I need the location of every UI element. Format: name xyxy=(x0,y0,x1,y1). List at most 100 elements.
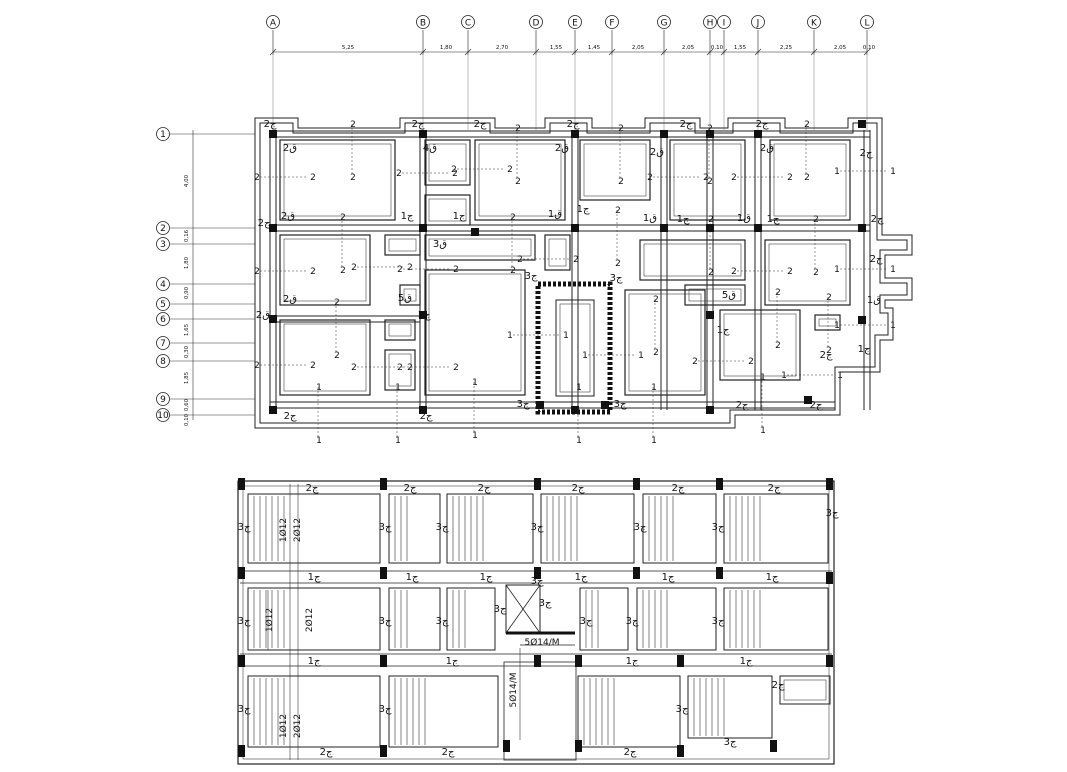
column xyxy=(754,130,762,138)
column xyxy=(804,396,812,404)
dimension-tick xyxy=(608,48,616,56)
section-mark: 2 xyxy=(708,215,714,225)
foundation-label: 2ق xyxy=(283,143,297,154)
column xyxy=(571,130,579,138)
section-mark: 1 xyxy=(834,167,840,177)
section-mark: 2 xyxy=(254,267,260,277)
grid-bubble-row xyxy=(156,354,170,368)
room-footing-inner xyxy=(388,323,412,337)
slab-label: 3ج xyxy=(436,522,449,533)
slab-label: 3ج xyxy=(238,616,251,627)
grid-bubble-label: E xyxy=(572,19,578,29)
grid-bubble-column xyxy=(461,15,475,29)
dimension-tick xyxy=(660,48,668,56)
slab-label: 3ج xyxy=(676,704,689,715)
rebar-label: 2Ø12 xyxy=(292,518,303,542)
room-footing xyxy=(579,139,651,201)
column xyxy=(660,224,668,232)
column xyxy=(826,478,833,490)
column xyxy=(677,655,684,667)
section-mark: 1 xyxy=(834,265,840,275)
grid-bubble-label: G xyxy=(661,19,668,29)
grid-bubble-label: 6 xyxy=(160,315,166,325)
grid-bubble-label: D xyxy=(533,19,540,29)
dimension-text: 0,30 xyxy=(184,345,190,358)
foundation-label: 2ق xyxy=(283,294,297,305)
section-mark: 1 xyxy=(316,436,322,446)
section-mark: 2 xyxy=(573,255,579,265)
grid-bubble-column xyxy=(717,15,731,29)
section-mark: 1 xyxy=(760,426,766,436)
column xyxy=(770,740,777,752)
slab-label: 3ج xyxy=(238,522,251,533)
grid-bubble-row xyxy=(156,277,170,291)
foundation-label: 2ج xyxy=(264,119,277,130)
upper-foundation-plan xyxy=(254,117,913,429)
slab-label: 1ج xyxy=(740,656,753,667)
grid-bubble-row xyxy=(156,297,170,311)
room-footing-inner xyxy=(643,243,742,277)
section-mark: 2 xyxy=(254,173,260,183)
dimension-tick xyxy=(863,48,871,56)
slab-panel xyxy=(642,493,717,564)
section-mark: 2 xyxy=(510,213,516,223)
section-mark: 2 xyxy=(510,266,516,276)
section-mark: 2 xyxy=(351,263,357,273)
stair-core-inner xyxy=(555,299,595,397)
section-mark: 2 xyxy=(334,351,340,361)
room-footing xyxy=(544,234,571,271)
section-mark: 2 xyxy=(787,173,793,183)
room-footing-inner xyxy=(818,318,837,327)
column xyxy=(534,567,541,579)
column xyxy=(380,745,387,757)
slab-panel xyxy=(388,493,441,564)
room-footing xyxy=(279,319,371,396)
slab-panel xyxy=(636,587,717,651)
dimension-tick xyxy=(720,48,728,56)
dimension-text: 1,55 xyxy=(734,45,747,51)
outer-footing-outline xyxy=(254,117,913,429)
dimension-text: 1,55 xyxy=(550,45,563,51)
room-footing-inner xyxy=(628,293,702,392)
slab-label: 3ج xyxy=(634,522,647,533)
room-footing-inner xyxy=(428,238,532,257)
foundation-label: 2ج xyxy=(474,119,487,130)
room-footing xyxy=(669,139,746,221)
foundation-label: 1ج xyxy=(858,344,871,355)
section-mark: 2 xyxy=(407,363,413,373)
grid-bubble-column xyxy=(568,15,582,29)
grid-bubble-column xyxy=(529,15,543,29)
grid-bubble-label: 8 xyxy=(160,357,166,367)
foundation-label: 1ج xyxy=(418,310,431,321)
column xyxy=(471,228,479,236)
corner-panel xyxy=(779,675,831,705)
section-mark: 2 xyxy=(334,298,340,308)
section-mark: 1 xyxy=(834,321,840,331)
column xyxy=(419,130,427,138)
column xyxy=(716,567,723,579)
section-mark: 2 xyxy=(813,268,819,278)
column xyxy=(826,655,833,667)
slab-panel xyxy=(540,493,635,564)
slab-panel xyxy=(388,675,499,748)
room-footing xyxy=(624,289,706,396)
stair-core-inner xyxy=(559,303,591,393)
foundation-label: 2ج xyxy=(810,400,823,411)
room-footing-inner xyxy=(773,143,847,217)
slab-label: 1ج xyxy=(308,656,321,667)
rebar-label: 1Ø12 xyxy=(278,714,289,738)
section-mark: 2 xyxy=(653,295,659,305)
room-footing-inner xyxy=(583,143,647,197)
room-footing-inner xyxy=(548,238,567,267)
rebar-label: 5Ø14/M xyxy=(524,637,559,648)
outer-footing-outline xyxy=(259,122,908,424)
section-mark: 2 xyxy=(703,173,709,183)
dimension-text: 1,65 xyxy=(184,323,190,336)
slab-label: 3ج xyxy=(531,576,544,587)
grid-bubble-row xyxy=(156,127,170,141)
section-mark: 2 xyxy=(340,213,346,223)
column xyxy=(706,406,714,414)
foundation-label: 3ج xyxy=(610,273,623,284)
dimension-text: 4,00 xyxy=(184,174,190,187)
section-mark: 1 xyxy=(472,378,478,388)
